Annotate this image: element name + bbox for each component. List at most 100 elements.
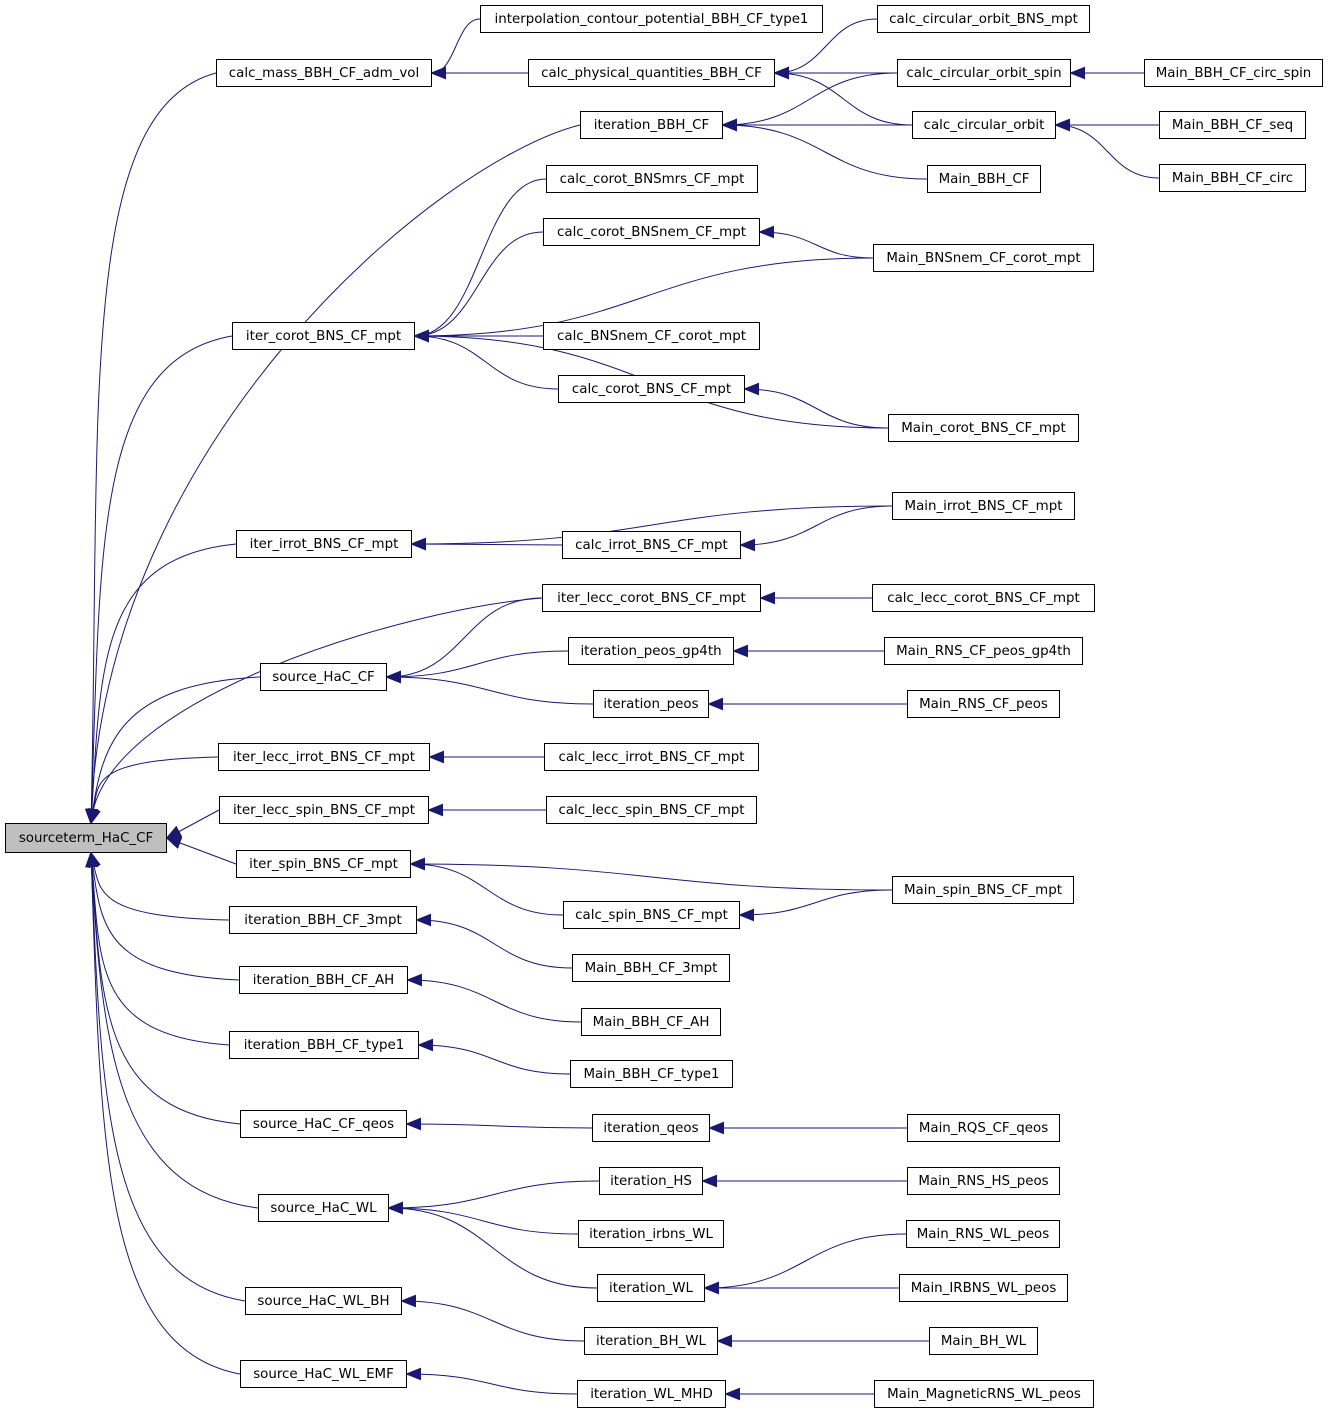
edge-iteration-wl-to-source-hac-wl [389, 1208, 598, 1289]
node-iteration-bbh-cf-ah[interactable]: iteration_BBH_CF_AH [239, 966, 408, 994]
edge-iteration-wl-mhd-to-source-hac-wl-emf [407, 1374, 578, 1395]
node-main-rns-wl[interactable]: Main_RNS_WL_peos [906, 1220, 1060, 1248]
edge-main-bbh-cf-3mpt-to-iteration-bbh-cf-3mpt [417, 920, 573, 969]
node-calc-spin[interactable]: calc_spin_BNS_CF_mpt [563, 901, 740, 929]
edge-iter-irrot-to-root [91, 543, 237, 823]
node-main-rns-hs[interactable]: Main_RNS_HS_peos [907, 1167, 1060, 1195]
node-calc-mass[interactable]: calc_mass_BBH_CF_adm_vol [216, 59, 432, 87]
node-main-bh-wl[interactable]: Main_BH_WL [929, 1327, 1038, 1355]
node-main-magrns[interactable]: Main_MagneticRNS_WL_peos [874, 1380, 1094, 1408]
edge-iter-corot-to-root [91, 335, 233, 823]
edge-main-bnsnem-to-iter-corot [415, 257, 874, 336]
edge-iter-lecc-corot-to-root [91, 597, 543, 823]
edge-source-hac-wl-bh-to-root [91, 853, 246, 1302]
node-iter-lecc-corot[interactable]: iter_lecc_corot_BNS_CF_mpt [542, 584, 761, 612]
edge-main-circ-to-calc-circ [1056, 125, 1160, 179]
node-calc-irrot[interactable]: calc_irrot_BNS_CF_mpt [562, 531, 741, 559]
edge-iteration-bbh-cf-3mpt-to-root [91, 853, 230, 921]
node-main-bbh-cf[interactable]: Main_BBH_CF [927, 165, 1041, 193]
node-iteration-peos-gp4th[interactable]: iteration_peos_gp4th [568, 637, 734, 665]
node-source-hac-wl[interactable]: source_HaC_WL [258, 1194, 389, 1222]
node-calc-circ[interactable]: calc_circular_orbit [912, 111, 1056, 139]
node-calc-lecc-irrot[interactable]: calc_lecc_irrot_BNS_CF_mpt [544, 743, 759, 771]
edge-source-hac-wl-to-root [91, 853, 259, 1209]
node-main-rqs-qeos[interactable]: Main_RQS_CF_qeos [907, 1114, 1060, 1142]
node-main-rns-peos[interactable]: Main_RNS_CF_peos [907, 690, 1060, 718]
edge-main-irrot-to-iter-irrot [412, 505, 893, 544]
node-source-hac-wl-emf[interactable]: source_HaC_WL_EMF [240, 1360, 407, 1388]
node-calc-corot-bnsnem[interactable]: calc_corot_BNSnem_CF_mpt [543, 218, 760, 246]
node-iteration-irbns-wl[interactable]: iteration_irbns_WL [578, 1220, 724, 1248]
edge-calc-irrot-to-iter-irrot [412, 544, 563, 545]
edge-iter-lecc-corot-to-source-hac-cf [387, 597, 543, 677]
edge-calc-circ-spin-to-iteration-bbh-cf [723, 72, 898, 125]
node-main-spin[interactable]: Main_spin_BNS_CF_mpt [892, 876, 1074, 904]
node-source-hac-wl-bh[interactable]: source_HaC_WL_BH [245, 1287, 402, 1315]
node-main-seq[interactable]: Main_BBH_CF_seq [1159, 111, 1306, 139]
node-calc-circ-bns[interactable]: calc_circular_orbit_BNS_mpt [877, 5, 1090, 33]
edge-iteration-irbns-wl-to-source-hac-wl [389, 1208, 579, 1235]
node-iter-lecc-irrot[interactable]: iter_lecc_irrot_BNS_CF_mpt [218, 743, 430, 771]
edge-iteration-bh-wl-to-source-hac-wl-bh [402, 1301, 585, 1342]
node-iteration-wl-mhd[interactable]: iteration_WL_MHD [577, 1380, 726, 1408]
edge-iter-spin-to-root [167, 838, 237, 865]
node-main-rns-gp4th[interactable]: Main_RNS_CF_peos_gp4th [884, 637, 1083, 665]
node-iteration-hs[interactable]: iteration_HS [599, 1167, 703, 1195]
node-calc-corot-bnsmrs[interactable]: calc_corot_BNSmrs_CF_mpt [546, 165, 758, 193]
node-main-irbns-wl[interactable]: Main_IRBNS_WL_peos [899, 1274, 1068, 1302]
edge-calc-corot-bnsnem-to-iter-corot [415, 231, 544, 336]
edge-iteration-peos-gp4th-to-source-hac-cf [387, 650, 569, 677]
node-main-bbh-cf-ah[interactable]: Main_BBH_CF_AH [581, 1008, 721, 1036]
node-calc-bnsnem-corot[interactable]: calc_BNSnem_CF_corot_mpt [543, 322, 760, 350]
node-calc-corot-bns[interactable]: calc_corot_BNS_CF_mpt [558, 375, 745, 403]
edge-interp-to-calc-mass [431, 18, 481, 73]
node-iteration-qeos[interactable]: iteration_qeos [592, 1114, 710, 1142]
node-main-circ-spin[interactable]: Main_BBH_CF_circ_spin [1144, 59, 1323, 87]
edge-main-rns-wl-to-iteration-wl [705, 1233, 907, 1288]
edge-calc-circ-to-calc-phys [775, 73, 913, 126]
node-iter-corot[interactable]: iter_corot_BNS_CF_mpt [232, 322, 415, 350]
node-iteration-bbh-cf-type1[interactable]: iteration_BBH_CF_type1 [229, 1031, 419, 1059]
node-main-circ[interactable]: Main_BBH_CF_circ [1159, 164, 1306, 192]
node-calc-lecc-corot[interactable]: calc_lecc_corot_BNS_CF_mpt [872, 584, 1095, 612]
node-source-hac-cf[interactable]: source_HaC_CF [260, 663, 387, 691]
edge-main-bbh-cf-type1-to-iteration-bbh-cf-type1 [419, 1045, 571, 1075]
edge-main-bnsnem-to-calc-corot-bnsnem [760, 232, 874, 259]
edge-main-irrot-to-calc-irrot [741, 505, 893, 545]
node-calc-circ-spin[interactable]: calc_circular_orbit_spin [897, 59, 1071, 87]
node-main-bbh-cf-type1[interactable]: Main_BBH_CF_type1 [570, 1060, 733, 1088]
edge-iteration-peos-to-source-hac-cf [387, 677, 594, 705]
edge-iteration-hs-to-source-hac-wl [389, 1180, 600, 1208]
edge-calc-circ-bns-to-calc-phys [775, 18, 878, 73]
node-iteration-bh-wl[interactable]: iteration_BH_WL [584, 1327, 718, 1355]
edge-source-hac-wl-emf-to-root [91, 853, 241, 1375]
edge-calc-spin-to-iter-spin [411, 864, 564, 916]
edge-source-hac-cf-to-root [91, 676, 261, 823]
node-main-bbh-cf-3mpt[interactable]: Main_BBH_CF_3mpt [572, 954, 730, 982]
node-iteration-bbh-cf[interactable]: iteration_BBH_CF [580, 111, 723, 139]
edge-iteration-bbh-cf-type1-to-root [91, 853, 230, 1046]
node-iteration-wl[interactable]: iteration_WL [597, 1274, 705, 1302]
node-main-corot[interactable]: Main_corot_BNS_CF_mpt [888, 414, 1079, 442]
edge-iteration-qeos-to-source-hac-cf-qeos [407, 1124, 593, 1128]
edge-iteration-bbh-cf-ah-to-root [91, 853, 240, 981]
edge-iteration-bbh-cf-to-root [91, 124, 581, 823]
node-main-bnsnem[interactable]: Main_BNSnem_CF_corot_mpt [873, 244, 1094, 272]
node-iter-spin[interactable]: iter_spin_BNS_CF_mpt [236, 850, 411, 878]
node-iter-irrot[interactable]: iter_irrot_BNS_CF_mpt [236, 530, 412, 558]
node-main-irrot[interactable]: Main_irrot_BNS_CF_mpt [892, 492, 1075, 520]
edge-main-spin-to-calc-spin [740, 889, 893, 915]
node-interp[interactable]: interpolation_contour_potential_BBH_CF_t… [480, 5, 823, 33]
edge-main-corot-to-calc-corot-bns [745, 389, 889, 429]
node-source-hac-cf-qeos[interactable]: source_HaC_CF_qeos [240, 1110, 407, 1138]
node-iter-lecc-spin[interactable]: iter_lecc_spin_BNS_CF_mpt [219, 796, 429, 824]
node-iteration-bbh-cf-3mpt[interactable]: iteration_BBH_CF_3mpt [229, 906, 417, 934]
node-iteration-peos[interactable]: iteration_peos [593, 690, 709, 718]
edge-main-bbh-cf-ah-to-iteration-bbh-cf-ah [408, 980, 582, 1023]
edge-main-spin-to-iter-spin [411, 864, 893, 891]
node-calc-lecc-spin[interactable]: calc_lecc_spin_BNS_CF_mpt [546, 796, 757, 824]
edge-calc-mass-to-root [91, 72, 217, 823]
node-calc-phys[interactable]: calc_physical_quantities_BBH_CF [528, 59, 775, 87]
